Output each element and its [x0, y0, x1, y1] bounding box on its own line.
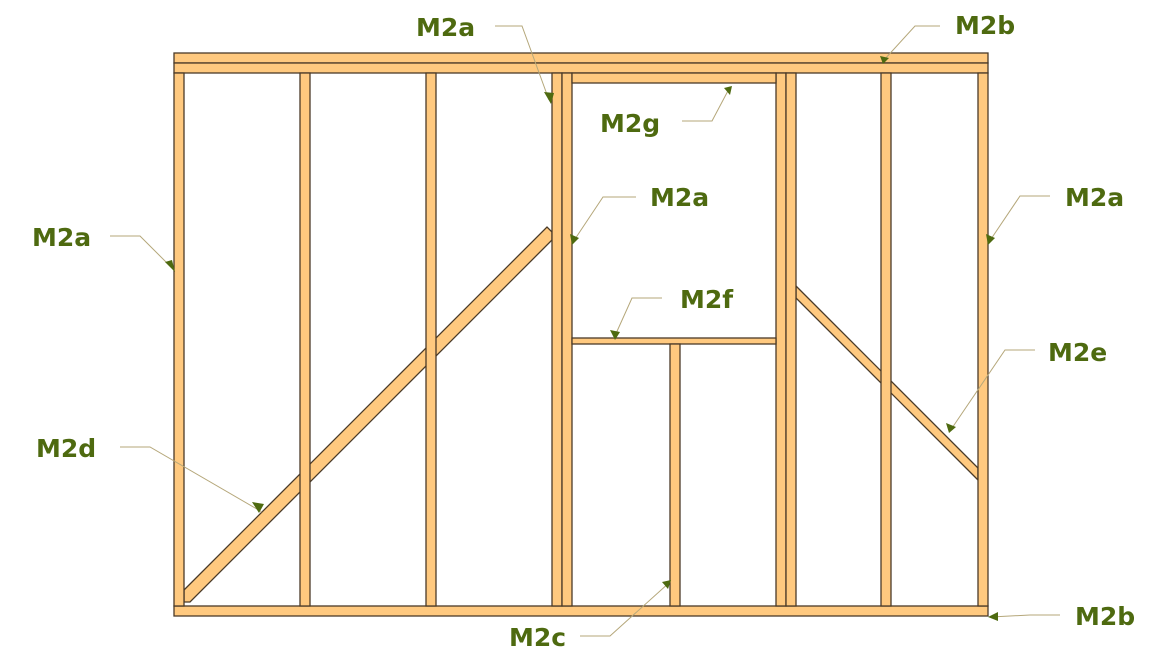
- stud: [561, 72, 573, 607]
- stud: [775, 72, 787, 607]
- top-plate-upper: [173, 52, 989, 64]
- label-top-plate: M2b: [955, 11, 1015, 40]
- header: [571, 72, 777, 84]
- cripple-stud: [669, 343, 681, 607]
- label-top-center-stud: M2a: [416, 13, 475, 42]
- stud: [173, 72, 185, 607]
- stud: [785, 72, 797, 607]
- label-right-stud: M2a: [1065, 183, 1124, 212]
- label-bottom-plate: M2b: [1075, 602, 1135, 631]
- stud: [551, 72, 563, 607]
- top-plate-lower: [173, 62, 989, 74]
- stud: [425, 72, 437, 607]
- label-sill: M2f: [680, 285, 734, 314]
- label-window-stud: M2a: [650, 183, 709, 212]
- bottom-plate: [173, 605, 989, 617]
- label-header: M2g: [600, 109, 660, 138]
- label-right-brace: M2e: [1048, 338, 1107, 367]
- stud: [977, 72, 989, 607]
- left-diagonal-brace: [183, 226, 553, 603]
- label-left-stud: M2a: [32, 223, 91, 252]
- label-cripple: M2c: [509, 623, 566, 652]
- leaders: [110, 25, 1060, 637]
- stud: [299, 72, 311, 607]
- labels: M2a M2b M2g M2a M2a M2a M2f M2e M2d M2c …: [32, 11, 1135, 652]
- sill: [571, 337, 777, 345]
- frame: [173, 52, 989, 617]
- label-left-brace: M2d: [36, 434, 96, 463]
- stud: [880, 72, 892, 607]
